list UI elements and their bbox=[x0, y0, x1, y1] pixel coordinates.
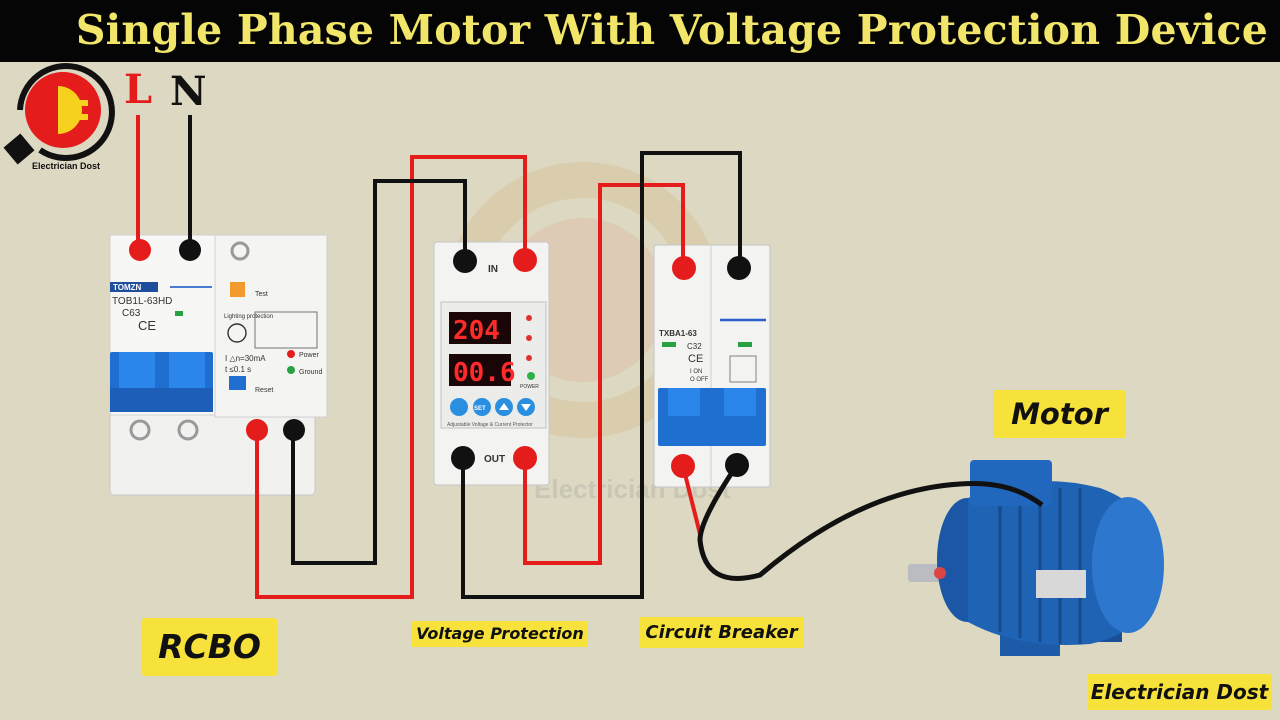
rcbo-power-led bbox=[287, 350, 295, 358]
cb-toggle-right[interactable] bbox=[724, 388, 756, 416]
motor bbox=[908, 460, 1164, 656]
vp-voltage-display bbox=[449, 312, 511, 344]
wiring bbox=[136, 115, 1044, 599]
cb-terminal-n-in[interactable] bbox=[727, 256, 751, 280]
voltage-protection-label: Voltage Protection bbox=[412, 621, 588, 647]
rcbo-bottom-screw-left bbox=[129, 419, 151, 441]
rcbo-toggle-right[interactable] bbox=[169, 352, 205, 388]
rcbo-brand-badge bbox=[110, 282, 158, 292]
vp-terminal-l-in[interactable] bbox=[513, 248, 537, 272]
wire-cb-to-motor-cable bbox=[697, 463, 1044, 581]
vp-voltage-reading: 204 bbox=[453, 316, 500, 346]
rcbo-sensitivity: I △n=30mA bbox=[225, 354, 266, 363]
rcbo-brand: TOMZN bbox=[113, 283, 142, 292]
rcbo-reset-label: Reset bbox=[255, 387, 273, 394]
brand-logo: Electrician Dost bbox=[3, 63, 115, 171]
lightning-icon bbox=[227, 323, 247, 343]
rcbo-model: TOB1L-63HD bbox=[112, 296, 172, 307]
rcbo-power-label: Power bbox=[299, 352, 320, 359]
rcbo-terminal-l-in[interactable] bbox=[129, 239, 151, 261]
cb-model: TXBA1-63 bbox=[659, 329, 697, 338]
motor-terminal-box bbox=[970, 460, 1052, 506]
vp-power-led bbox=[527, 372, 535, 380]
plug-icon bbox=[58, 86, 82, 134]
supply-neutral-label: N bbox=[170, 68, 207, 115]
vp-terminal-n-in[interactable] bbox=[453, 249, 477, 273]
cb-indicator-right bbox=[738, 342, 752, 347]
vp-footer-text: Adjustable Voltage & Current Protector bbox=[447, 422, 533, 428]
vp-led-undervoltage bbox=[526, 335, 532, 341]
rcbo-schematic-icon bbox=[254, 311, 318, 349]
vp-led-overvoltage bbox=[526, 315, 532, 321]
cb-off-label: O OFF bbox=[690, 377, 709, 383]
cb-terminal-l-in[interactable] bbox=[672, 256, 696, 280]
bulb-base-icon bbox=[3, 133, 35, 165]
rcbo-reset-button[interactable] bbox=[229, 376, 246, 390]
cb-rating: C32 bbox=[687, 342, 702, 351]
title-bar: Single Phase Motor With Voltage Protecti… bbox=[0, 0, 1280, 62]
ce-mark-icon-2: CE bbox=[688, 353, 703, 365]
wire-vp-to-cb-live bbox=[523, 183, 685, 565]
vp-out-label: OUT bbox=[484, 454, 505, 465]
rcbo-terminal-l-out[interactable] bbox=[246, 419, 268, 441]
rcbo-test-button[interactable] bbox=[230, 282, 245, 297]
vp-current-display bbox=[449, 354, 511, 386]
cb-toggle-left[interactable] bbox=[668, 388, 700, 416]
cb-body bbox=[653, 244, 771, 488]
motor-fins bbox=[998, 488, 1082, 644]
vp-led-overcurrent bbox=[526, 355, 532, 361]
rcbo-terminal-n-out[interactable] bbox=[283, 419, 305, 441]
plug-pin-icon bbox=[70, 100, 88, 106]
rcbo-ground-label: Ground bbox=[299, 369, 322, 376]
rcbo-toggle-base bbox=[110, 388, 213, 412]
supply-line-label: L bbox=[124, 66, 153, 113]
arrow-up-icon bbox=[499, 403, 509, 410]
rcbo-ground-led bbox=[287, 366, 295, 374]
motor-rear-cover bbox=[1092, 497, 1164, 633]
vp-current-reading: 00.6 bbox=[453, 358, 516, 388]
motor-nameplate bbox=[1036, 570, 1086, 598]
cb-on-label: I ON bbox=[690, 369, 702, 375]
cb-terminal-l-out[interactable] bbox=[671, 454, 695, 478]
vp-set-button[interactable] bbox=[473, 398, 491, 416]
ce-mark-icon: CE bbox=[138, 318, 156, 333]
rcbo-lightning-label: Lighting protection bbox=[224, 314, 273, 320]
wire-vp-to-cb-neutral bbox=[461, 151, 742, 599]
voltage-protector-device: IN OUT 204 00.6 POWER SET Adjustable Vol… bbox=[433, 241, 550, 486]
vp-terminal-l-out[interactable] bbox=[513, 446, 537, 470]
arrow-down-icon bbox=[521, 404, 531, 411]
vp-in-label: IN bbox=[488, 264, 498, 275]
rcbo-top-screw bbox=[230, 241, 250, 261]
motor-shaft-key bbox=[934, 567, 946, 579]
wire-rcbo-to-vp-neutral bbox=[291, 179, 467, 565]
cb-terminal-n-out[interactable] bbox=[725, 453, 749, 477]
rcbo-trip-time: t ≤0.1 s bbox=[225, 365, 251, 374]
logo-text: Electrician Dost bbox=[32, 161, 100, 171]
vp-power-label: POWER bbox=[520, 384, 539, 390]
vp-power-button[interactable] bbox=[450, 398, 468, 416]
wire-rcbo-to-vp-live bbox=[255, 155, 527, 599]
vp-terminal-n-out[interactable] bbox=[451, 446, 475, 470]
channel-name-label: Electrician Dost bbox=[1087, 674, 1272, 710]
vp-set-label: SET bbox=[474, 406, 486, 412]
cb-indicator-left bbox=[662, 342, 676, 347]
cb-schematic-icon bbox=[729, 355, 757, 383]
rcbo-terminal-n-in[interactable] bbox=[179, 239, 201, 261]
page-title: Single Phase Motor With Voltage Protecti… bbox=[75, 6, 1268, 54]
circuit-breaker-label: Circuit Breaker bbox=[640, 617, 803, 648]
rcbo-test-label: Test bbox=[255, 291, 268, 298]
logo-bulb-outline bbox=[17, 63, 115, 162]
circuit-breaker-device: TXBA1-63 C32 CE I ON O OFF bbox=[653, 244, 771, 488]
motor-label: Motor bbox=[993, 390, 1126, 438]
rcbo-rating: C63 bbox=[122, 308, 141, 319]
plug-pin-icon-2 bbox=[70, 114, 88, 120]
terminal-dots bbox=[129, 239, 751, 478]
rcbo-label: RCBO bbox=[142, 618, 277, 676]
rcbo-indicator bbox=[175, 311, 183, 316]
rcbo-bottom-screw-right bbox=[177, 419, 199, 441]
rcbo-toggle-left[interactable] bbox=[119, 352, 155, 388]
